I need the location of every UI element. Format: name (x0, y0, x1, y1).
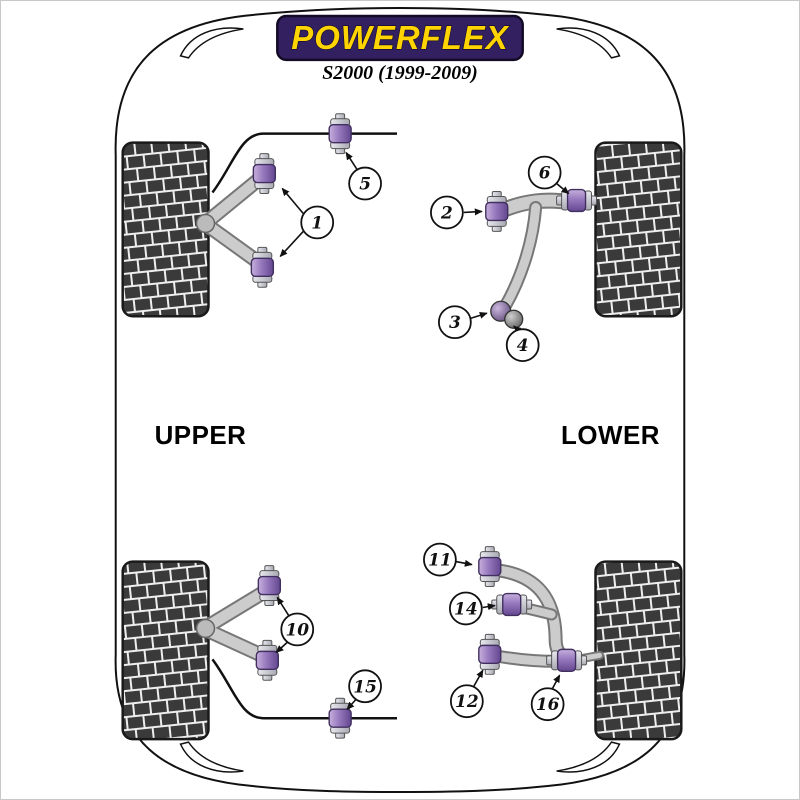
powerflex-logo-text: POWERFLEX (291, 19, 509, 56)
tire-front-left (121, 141, 210, 318)
callout-6: 6 (527, 155, 562, 190)
svg-text:15: 15 (353, 676, 377, 696)
callout-10: 10 (280, 612, 315, 647)
callout-arrow (482, 603, 496, 611)
tire-rear-left (121, 560, 210, 741)
callout-arrow (556, 182, 570, 195)
callout-arrow (275, 640, 289, 654)
label-lower: LOWER (561, 422, 660, 450)
svg-text:12: 12 (455, 691, 479, 711)
bushing-icon (255, 639, 280, 681)
rear-lower-arm-assembly (478, 545, 604, 676)
callout-14: 14 (448, 591, 483, 626)
svg-text:6: 6 (539, 163, 551, 183)
svg-text:1: 1 (311, 212, 323, 232)
callout-11: 11 (423, 542, 457, 577)
front-anti-roll-bar (211, 132, 398, 194)
callout-arrow (346, 698, 357, 710)
tire-front-right (594, 141, 683, 318)
bushing-icon (250, 246, 275, 288)
callout-5: 5 (348, 166, 382, 201)
front-lower-balljoint (504, 309, 524, 329)
label-upper: UPPER (155, 422, 247, 450)
svg-text:4: 4 (517, 335, 529, 355)
bushing-icon (328, 697, 352, 739)
callout-arrow (455, 559, 473, 567)
callout-arrow (345, 151, 358, 171)
callout-16: 16 (530, 687, 565, 722)
callout-arrow (473, 669, 484, 687)
callout-15: 15 (348, 669, 382, 704)
bushing-icon (257, 564, 281, 607)
bushing-icon (478, 633, 502, 676)
svg-text:3: 3 (449, 312, 461, 332)
callout-arrow (551, 674, 561, 689)
callout-arrow (276, 596, 290, 617)
tire-rear-right (594, 560, 683, 741)
svg-text:10: 10 (285, 619, 309, 639)
body-detail-arc-bottom-left (179, 741, 244, 773)
model-subtitle: S2000 (1999-2009) (322, 62, 478, 84)
rear-anti-roll-bar (211, 658, 398, 720)
rear-upper-balljoint (195, 618, 216, 639)
bushing-icon (545, 648, 588, 673)
svg-text:2: 2 (440, 202, 453, 222)
callout-3: 3 (438, 305, 472, 340)
bushing-icon (555, 188, 598, 213)
callout-arrow (279, 230, 304, 258)
callout-arrow (463, 208, 483, 216)
body-detail-arc-bottom-right (556, 741, 621, 773)
bushing-icon (491, 592, 533, 617)
callout-arrow (281, 187, 304, 214)
svg-text:14: 14 (454, 598, 478, 618)
body-detail-arc-top-left (179, 27, 244, 59)
powerflex-logo: POWERFLEX (276, 14, 524, 62)
front-lower-arm-assembly (485, 188, 598, 329)
svg-text:5: 5 (359, 174, 371, 194)
callout-12: 12 (449, 684, 484, 719)
body-detail-arc-top-right (556, 27, 621, 59)
bushing-icon (485, 190, 509, 233)
callout-2: 2 (430, 195, 464, 230)
front-upper-arm-assembly (195, 113, 398, 288)
front-upper-balljoint (195, 213, 216, 234)
bushing-icon (328, 113, 352, 155)
callout-4: 4 (505, 328, 540, 362)
callout-arrow (470, 311, 488, 319)
bushing-icon (252, 152, 277, 195)
callout-1: 1 (300, 205, 335, 240)
svg-text:16: 16 (536, 694, 560, 714)
powerflex-logo-banner (276, 14, 524, 62)
svg-text:11: 11 (428, 550, 452, 570)
callout-arrows (275, 151, 570, 710)
rear-upper-arm-assembly (195, 564, 398, 739)
bushing-icon (478, 545, 502, 588)
